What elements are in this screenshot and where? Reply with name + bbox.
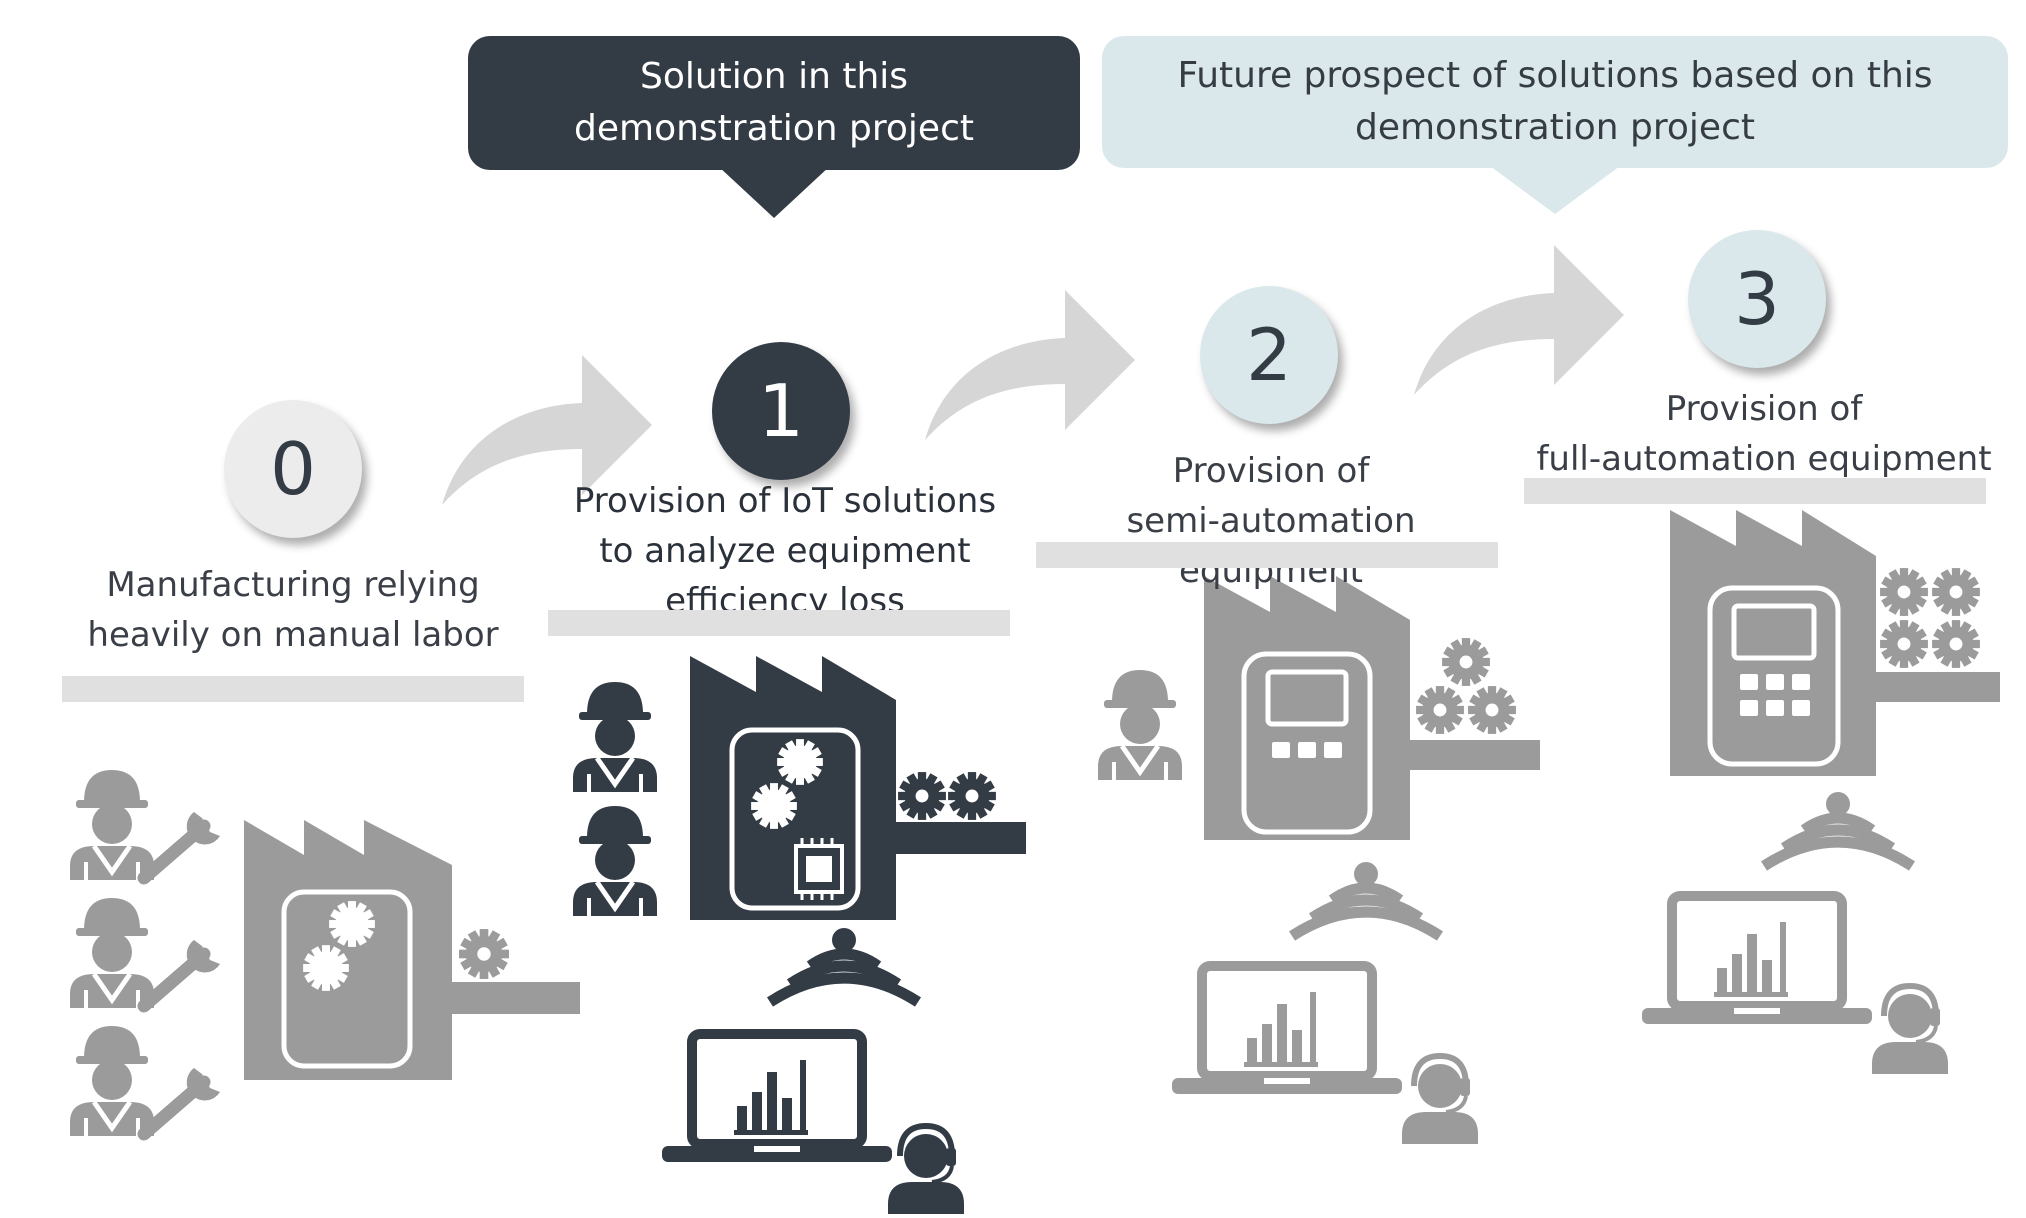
tablet-icon <box>1707 585 1841 767</box>
stage-2-illustration <box>1098 576 1540 1144</box>
stage-0-label: Manufacturing relying heavily on manual … <box>62 560 524 660</box>
stage-3-badge: 3 <box>1688 230 1826 368</box>
callout-current-line1: Solution in this <box>639 56 909 97</box>
laptop-chart-icon <box>662 1034 892 1162</box>
worker-icon <box>1098 670 1182 780</box>
stage-3-label-line1: Provision of <box>1665 389 1863 429</box>
wifi-icon <box>1764 792 1912 866</box>
callout-future-line2: demonstration project <box>1354 107 1755 148</box>
chip-icon <box>794 838 844 900</box>
gear-icon <box>1880 620 1928 668</box>
callout-current-line2: demonstration project <box>574 108 974 149</box>
laptop-chart-icon <box>1642 896 1872 1024</box>
wrench-icon <box>144 812 220 1134</box>
gear-icon <box>1880 568 1928 616</box>
operator-headset-icon <box>1402 1056 1478 1144</box>
laptop-chart-icon <box>1172 966 1402 1094</box>
operator-headset-icon <box>1872 986 1948 1074</box>
gear-icon <box>1932 568 1980 616</box>
callout-future-line1: Future prospect of solutions based on th… <box>1177 55 1933 96</box>
wifi-icon <box>1292 862 1440 936</box>
stage-1-badge: 1 <box>712 342 850 480</box>
stage-1-label-line1: Provision of IoT solutions <box>573 481 997 521</box>
stage-1-underline <box>548 610 1010 636</box>
stage-0-illustration <box>70 770 580 1136</box>
stage-3-label-line2: full-automation equipment <box>1536 439 1992 479</box>
callout-current-pointer <box>718 166 830 218</box>
stage-1-label: Provision of IoT solutions to analyze eq… <box>548 476 1022 626</box>
stage-3-label: Provision of full-automation equipment <box>1524 384 2004 484</box>
stage-1-illustration <box>573 656 1026 1214</box>
wifi-icon <box>770 928 918 1002</box>
worker-icon <box>573 682 657 916</box>
stage-2-badge: 2 <box>1200 286 1338 424</box>
gear-icon <box>459 929 509 979</box>
stage-0-underline <box>62 676 524 702</box>
stage-2-label-line1: Provision of <box>1172 451 1370 491</box>
arrow-icon <box>1414 245 1624 395</box>
gear-icon <box>1416 686 1464 734</box>
gear-icon <box>898 772 946 820</box>
arrow-icon <box>925 290 1135 440</box>
operator-headset-icon <box>888 1126 964 1214</box>
tablet-icon <box>1241 651 1373 835</box>
stage-0-label-line1: Manufacturing relying <box>106 565 480 605</box>
stage-0-badge: 0 <box>224 400 362 538</box>
stage-3-underline <box>1524 478 1986 504</box>
callout-current-solution: Solution in this demonstration project <box>468 36 1080 170</box>
gear-icon <box>948 772 996 820</box>
gear-icon <box>1932 620 1980 668</box>
stage-1-label-line2: to analyze equipment <box>599 531 971 571</box>
worker-icon <box>70 770 154 1136</box>
stage-2-label: Provision of semi-automation equipment <box>1036 446 1506 596</box>
factory-icon <box>244 820 580 1080</box>
stage-3-illustration <box>1642 510 2000 1074</box>
gear-icon <box>1468 686 1516 734</box>
gear-icon <box>1442 638 1490 686</box>
callout-future-prospect: Future prospect of solutions based on th… <box>1102 36 2008 168</box>
stage-0-label-line2: heavily on manual labor <box>87 615 499 655</box>
callout-future-pointer <box>1490 166 1620 214</box>
stage-2-underline <box>1036 542 1498 568</box>
